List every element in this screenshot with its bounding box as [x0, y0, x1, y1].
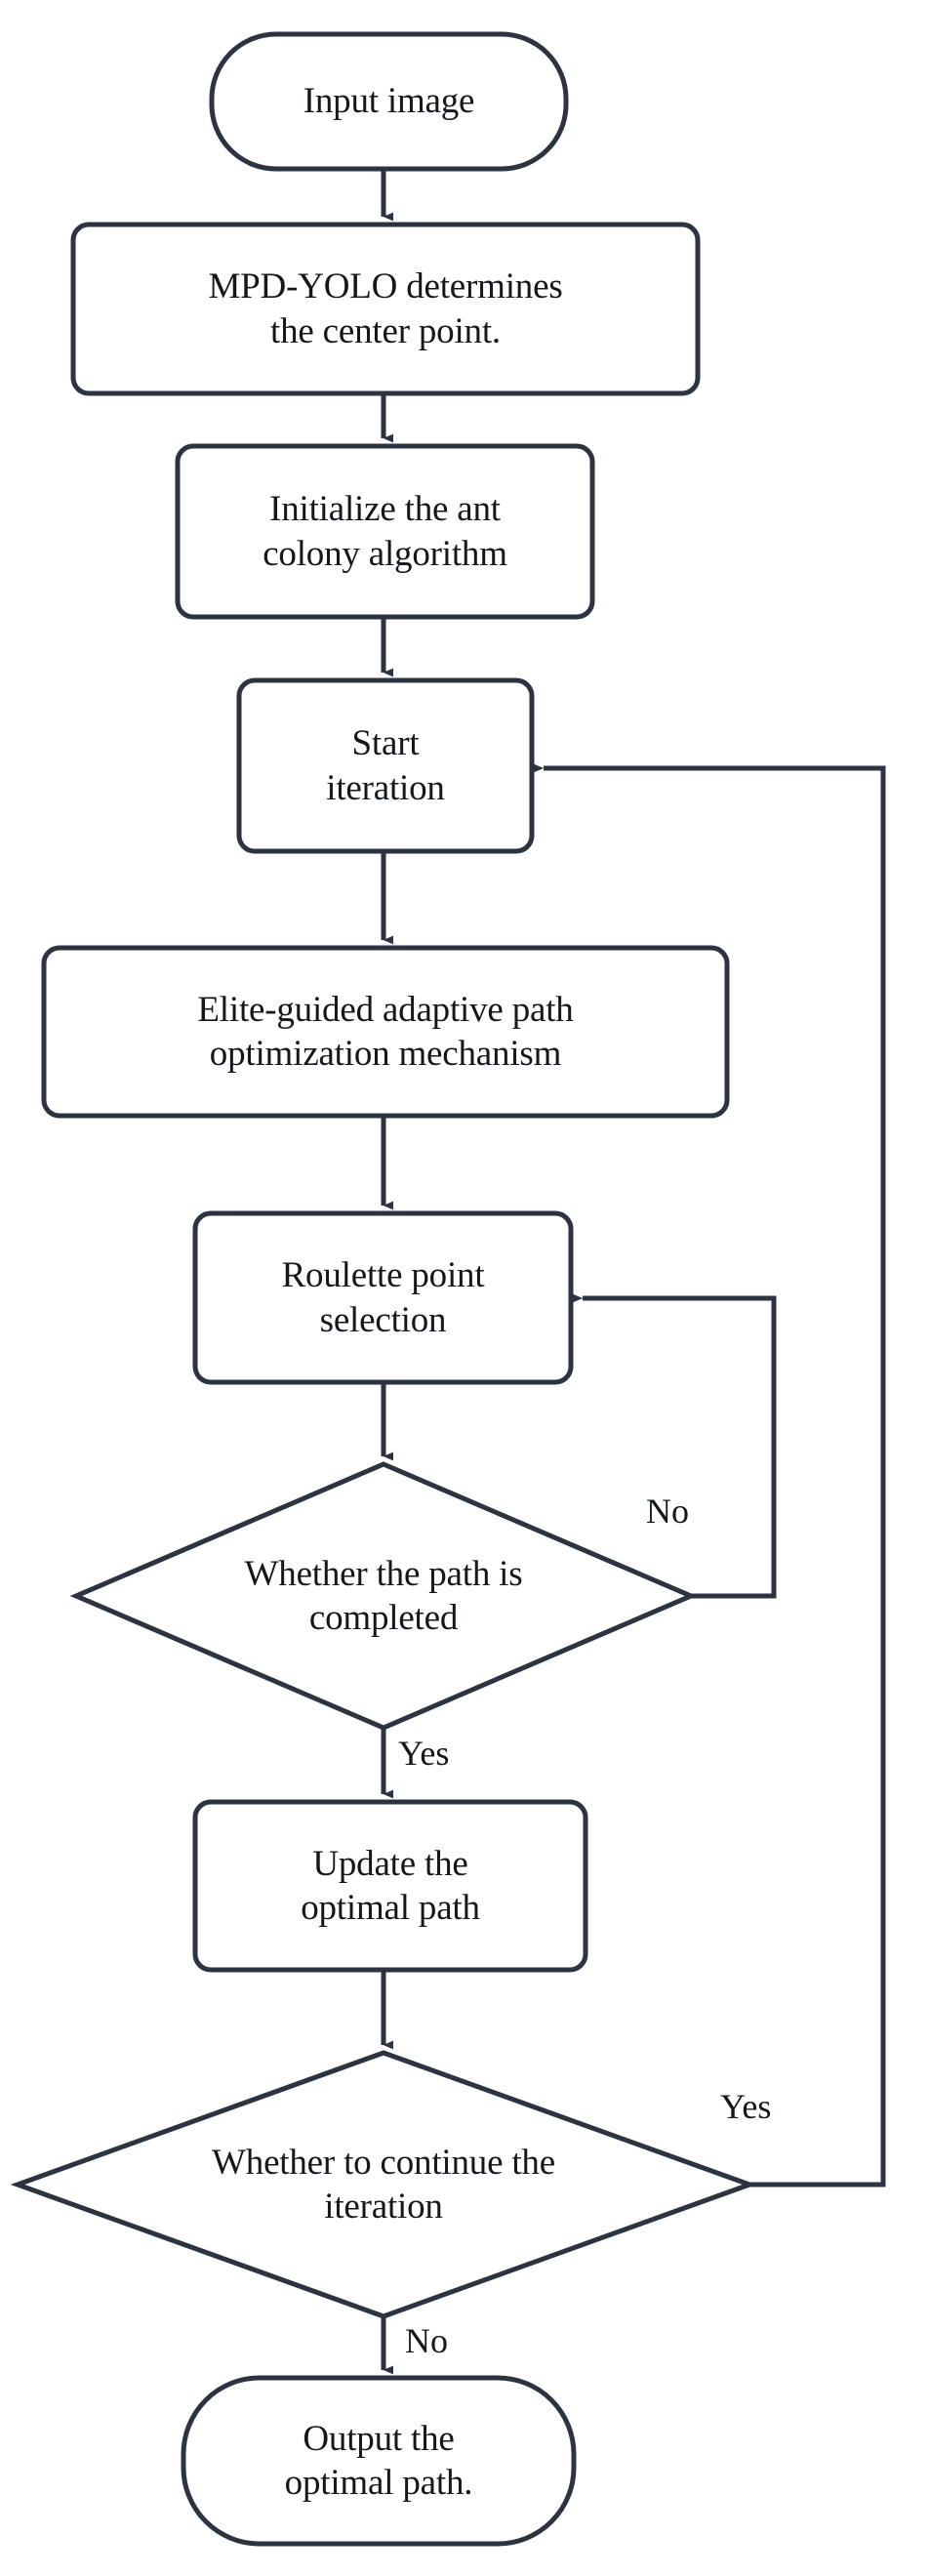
node-continue-iteration	[10, 2050, 757, 2319]
edge-continue-yes-loop	[533, 763, 886, 2188]
edge-label-yes-path-completed: Yes	[398, 1734, 450, 1773]
node-path-completed	[69, 1461, 698, 1731]
node-mpd-yolo	[70, 222, 701, 396]
node-roulette-selection	[192, 1210, 574, 1385]
node-output-optimal-path	[181, 2375, 577, 2547]
node-initialize-aco	[175, 443, 595, 620]
edge-path-no-loop	[572, 1293, 777, 1599]
node-input-image	[209, 31, 569, 172]
edge-label-no-continue-iteration: No	[405, 2321, 448, 2360]
node-elite-guided	[41, 945, 730, 1119]
edge-label-yes-continue-iteration: Yes	[720, 2087, 772, 2126]
node-start-iteration	[236, 677, 535, 854]
edge-label-no-path-completed: No	[646, 1492, 689, 1531]
node-update-optimal-path	[192, 1799, 588, 1973]
